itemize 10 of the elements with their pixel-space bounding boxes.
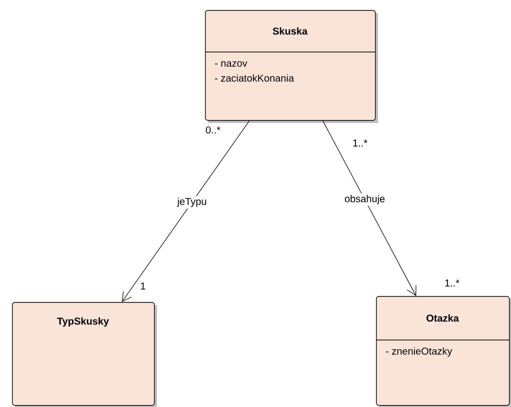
association-arrow — [122, 120, 250, 302]
class-box: Skuska - nazov - zaciatokKonania — [204, 10, 378, 123]
association-arrow — [322, 120, 416, 296]
edge-label: jeTypu — [176, 196, 208, 208]
multiplicity-label: 1..* — [445, 280, 460, 286]
multiplicity-label: 1..* — [353, 140, 368, 146]
edge-label: obsahuje — [343, 193, 387, 206]
multiplicity-label: 1 — [141, 282, 146, 290]
class-box: Otazka - znenieOtazky — [376, 296, 511, 407]
class-box: TypSkusky — [12, 302, 157, 407]
